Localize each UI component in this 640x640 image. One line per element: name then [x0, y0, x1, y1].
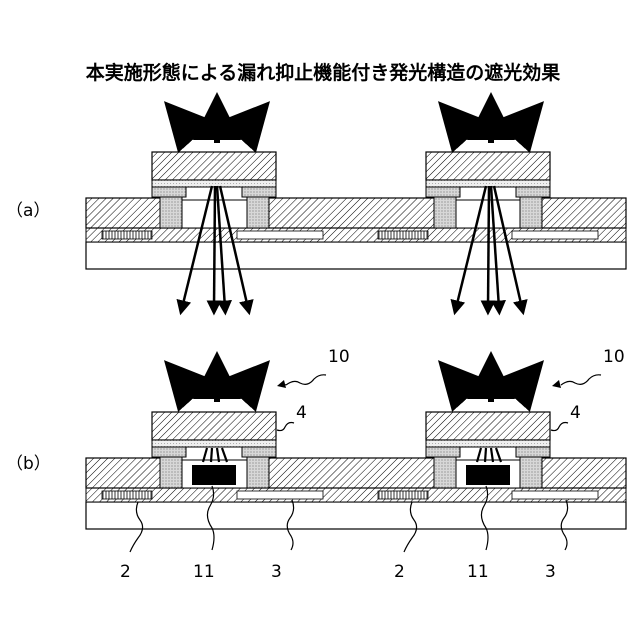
pixel-electrode — [378, 231, 428, 239]
ref-opposing-electrode-right: 3 — [545, 562, 556, 582]
pixel-electrode — [378, 491, 428, 499]
opposing-electrode — [237, 231, 323, 239]
diagram-title: 本実施形態による漏れ抑止機能付き発光構造の遮光効果 — [86, 61, 560, 84]
ref-emitter-left: 10 — [328, 347, 350, 367]
ref-shield-left: 11 — [193, 562, 215, 582]
substrate — [86, 242, 626, 269]
panel-b-label: （b） — [6, 454, 51, 474]
pixel-electrode — [102, 231, 152, 239]
panel-a: （a） — [6, 116, 626, 308]
ref-pixel-electrode-left: 2 — [120, 562, 131, 582]
opposing-electrode — [237, 491, 323, 499]
light-shield — [466, 465, 510, 485]
emitter-chip — [426, 412, 550, 457]
ref-chip-right: 4 — [570, 403, 581, 423]
substrate — [86, 502, 626, 529]
opposing-electrode — [512, 231, 598, 239]
light-shield — [192, 465, 236, 485]
emitter-chip — [152, 412, 276, 457]
panel-a-label: （a） — [6, 201, 50, 221]
ref-emitter-right: 10 — [603, 347, 625, 367]
ref-opposing-electrode-left: 3 — [271, 562, 282, 582]
pixel-electrode — [102, 491, 152, 499]
ref-pixel-electrode-right: 2 — [394, 562, 405, 582]
emitted-light-arrows — [454, 116, 528, 143]
panel-b: （b） — [6, 347, 626, 582]
ref-shield-right: 11 — [467, 562, 489, 582]
emitted-light-arrows — [454, 375, 528, 402]
emitted-light-arrows — [180, 375, 254, 402]
opposing-electrode — [512, 491, 598, 499]
ref-chip-left: 4 — [296, 403, 307, 423]
emitted-light-arrows — [180, 116, 254, 143]
